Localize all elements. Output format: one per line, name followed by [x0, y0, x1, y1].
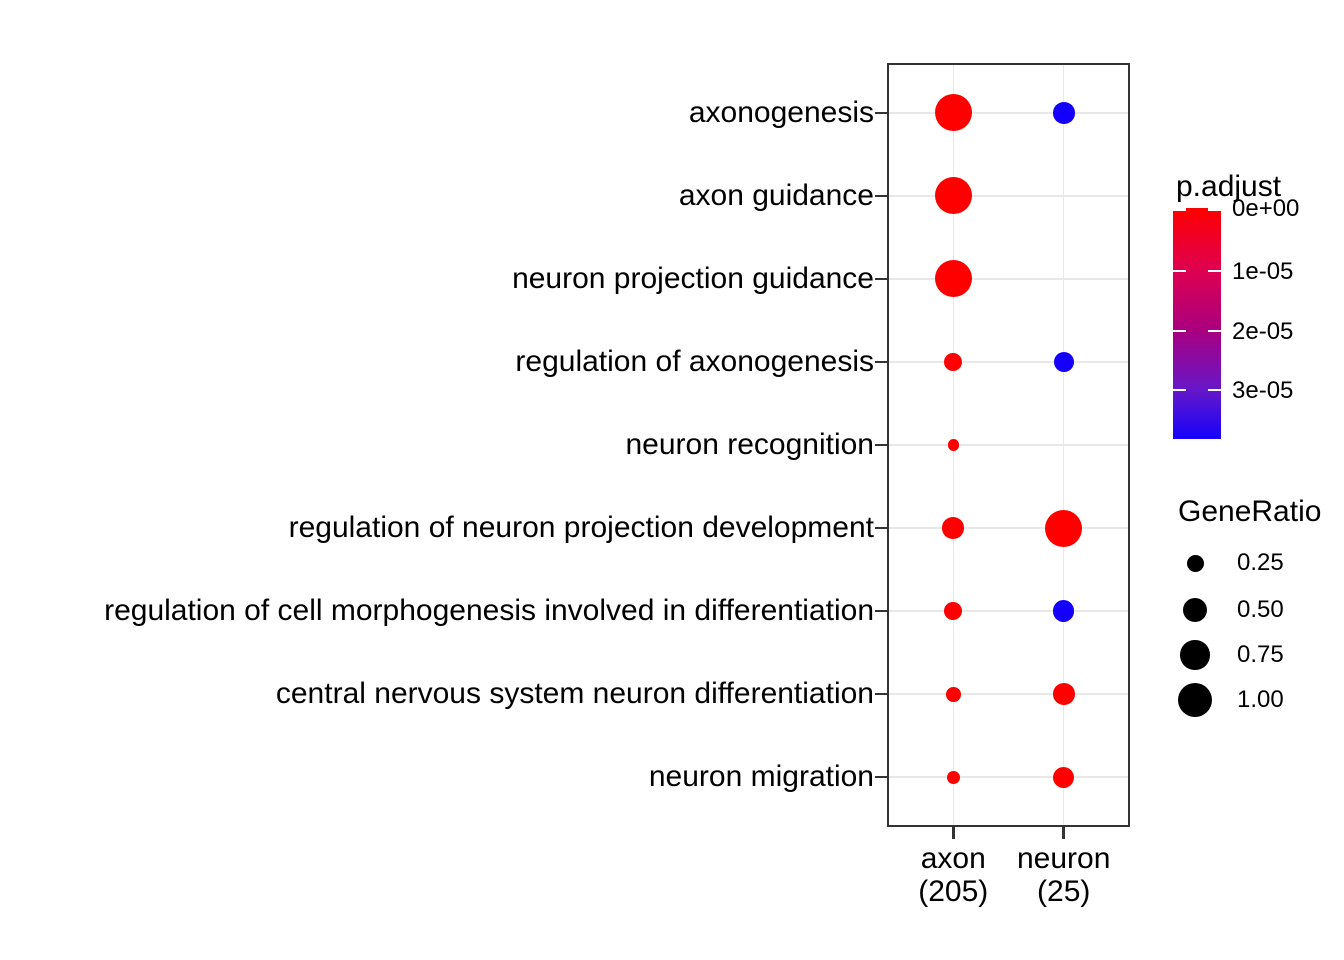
colorbar-tick-label: 1e-05: [1232, 258, 1294, 286]
gridline-horizontal: [887, 195, 1130, 197]
plot-panel: [887, 63, 1130, 827]
y-axis-tick: [875, 111, 887, 115]
data-point-dot: [1052, 102, 1075, 124]
data-point-dot: [1053, 766, 1075, 788]
y-axis-labels: axonogenesis axon guidance neuron projecti…: [0, 63, 874, 827]
x-axis-label: axon(205): [918, 842, 989, 908]
size-legend-dot: [1178, 683, 1212, 717]
data-point-dot: [934, 94, 972, 132]
size-legend-label: 1.00: [1237, 686, 1284, 713]
x-axis-label: neuron(25): [1017, 842, 1111, 908]
data-point-dot: [944, 352, 963, 372]
y-axis-label: neuron projection guidance: [512, 261, 874, 295]
x-axis-tick: [952, 827, 955, 839]
y-axis-label: neuron recognition: [625, 428, 874, 461]
gridline-horizontal: [887, 610, 1130, 612]
y-axis-label: regulation of cell morphogenesis involve…: [104, 594, 874, 628]
y-axis-label: regulation of neuron projection developm…: [288, 511, 874, 545]
x-axis-tick: [1062, 827, 1065, 839]
size-legend-label: 0.50: [1237, 596, 1284, 623]
y-axis-label: central nervous system neuron differenti…: [275, 677, 874, 711]
data-point-dot: [1052, 683, 1075, 705]
colorbar: [1173, 208, 1221, 439]
data-point-dot: [946, 770, 960, 784]
gridline-horizontal: [887, 693, 1130, 695]
colorbar-tick: [1173, 269, 1186, 273]
data-point-dot: [942, 517, 965, 539]
gridline-horizontal: [887, 112, 1130, 114]
gridline-vertical: [1062, 63, 1065, 827]
colorbar-tick-label: 3e-05: [1232, 377, 1294, 405]
y-axis-label: axon guidance: [678, 178, 874, 212]
size-legend-label: 0.75: [1237, 641, 1284, 668]
y-axis-tick: [875, 443, 887, 447]
colorbar-tick: [1173, 388, 1186, 392]
data-point-dot: [1053, 351, 1074, 372]
data-point-dot: [934, 260, 972, 298]
colorbar-tick: [1173, 329, 1186, 333]
colorbar-tick: [1208, 269, 1221, 273]
colorbar-tick: [1208, 208, 1221, 211]
data-point-dot: [947, 439, 959, 451]
gridline-horizontal: [887, 361, 1130, 363]
size-legend-dot: [1186, 554, 1204, 572]
legend-title-padjust: p.adjust: [1176, 170, 1282, 203]
gridline-horizontal: [887, 444, 1130, 446]
colorbar-tick: [1173, 208, 1186, 211]
gridline-horizontal: [887, 278, 1130, 280]
y-axis-label: neuron migration: [648, 760, 874, 794]
gridline-horizontal: [887, 527, 1130, 529]
y-axis-label: regulation of axonogenesis: [515, 344, 874, 378]
data-point-dot: [944, 602, 963, 621]
colorbar-tick-label: 0e+00: [1232, 195, 1300, 222]
size-legend-dot: [1180, 640, 1210, 670]
y-axis-tick: [875, 194, 887, 198]
legend-title-generatio: GeneRatio: [1178, 495, 1322, 528]
y-axis-tick: [875, 360, 887, 364]
colorbar-tick: [1208, 329, 1221, 333]
data-point-dot: [945, 686, 961, 702]
y-axis-tick: [875, 692, 887, 696]
size-legend-label: 0.25: [1237, 549, 1284, 576]
data-point-dot: [1045, 509, 1083, 547]
data-point-dot: [1053, 600, 1075, 622]
colorbar-tick: [1208, 388, 1221, 392]
colorbar-tick-label: 2e-05: [1232, 317, 1294, 345]
y-axis-label: axonogenesis: [688, 95, 874, 129]
y-axis-tick: [875, 775, 887, 779]
y-axis-tick: [875, 526, 887, 530]
gridline-horizontal: [887, 776, 1130, 778]
y-axis-tick: [875, 609, 887, 613]
data-point-dot: [934, 177, 972, 215]
size-legend-dot: [1182, 597, 1207, 622]
y-axis-tick: [875, 277, 887, 281]
